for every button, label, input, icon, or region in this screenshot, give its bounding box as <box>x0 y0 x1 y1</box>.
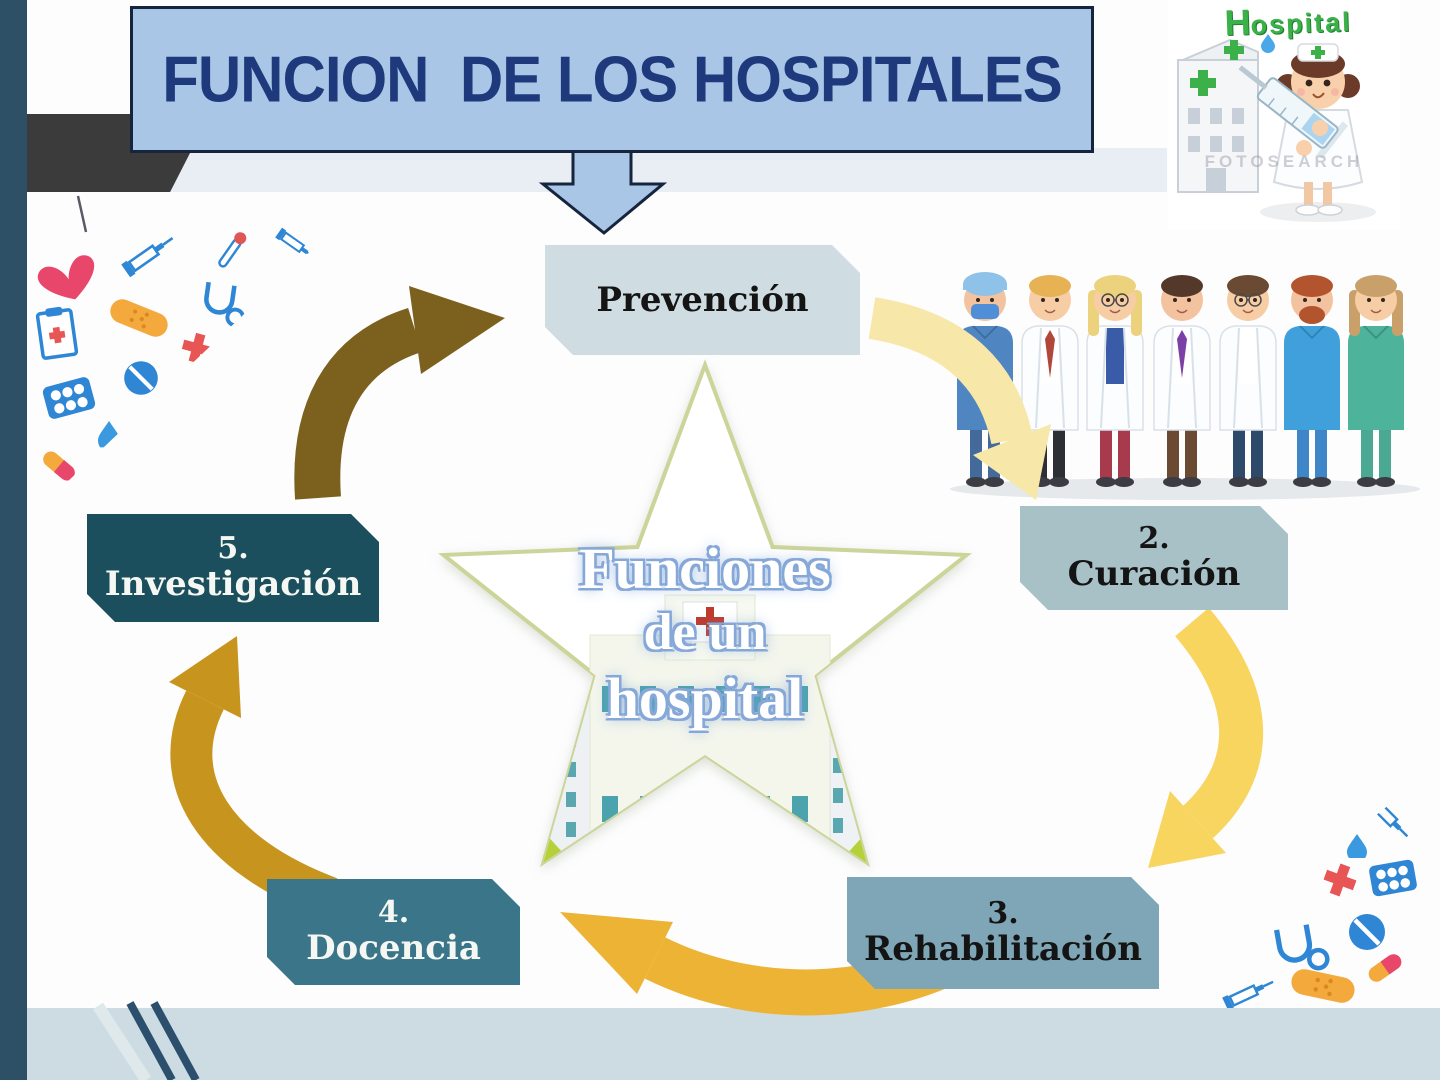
nurse-female-green <box>1348 275 1404 487</box>
nurse-card-caption: Hospital <box>1197 0 1378 45</box>
doctor-female-brown <box>1219 275 1277 487</box>
node-investigacion: 5. Investigación <box>87 514 379 622</box>
caption-first-letter: H <box>1223 1 1252 44</box>
doctor-male-brown <box>1153 275 1211 487</box>
footer-band <box>0 1008 1440 1080</box>
star-caption-line3: hospital <box>606 666 804 731</box>
small-tick-line <box>76 195 88 233</box>
nurse-male-red-beard <box>1284 275 1340 487</box>
light-diagonal-line <box>92 1002 152 1080</box>
page-title: FUNCION DE LOS HOSPITALES <box>162 43 1063 116</box>
caption-rest: ospital <box>1250 6 1353 41</box>
star-caption-line1: Funciones <box>579 536 831 601</box>
star-caption: Funciones de un hospital <box>455 536 955 734</box>
dark-diagonal-line <box>126 1001 176 1080</box>
title-banner: FUNCION DE LOS HOSPITALES <box>130 6 1094 153</box>
cartoon-nurse <box>1238 43 1376 222</box>
node-number: 2. <box>1138 520 1170 556</box>
dark-diagonal-line <box>150 1001 200 1080</box>
node-label: Docencia <box>306 928 481 969</box>
node-label: Investigación <box>104 564 362 605</box>
drop-icon <box>1261 34 1275 53</box>
node-label: Prevención <box>596 279 809 320</box>
hospital-building-icon <box>1177 38 1259 193</box>
nurse-illustration <box>1177 34 1376 222</box>
node-number: 5. <box>217 530 249 566</box>
left-edge-strip <box>0 0 27 1080</box>
node-label: Curación <box>1067 554 1241 595</box>
node-number: 4. <box>377 894 410 930</box>
nurse-illustration-card: Hospital FOTOSEARCH <box>1168 0 1400 230</box>
watermark-text: FOTOSEARCH <box>1204 152 1364 171</box>
callout-down-arrow-icon <box>538 147 668 235</box>
star-caption-line2: de un <box>643 604 767 661</box>
doctor-female-blonde <box>1086 275 1144 487</box>
medical-team-illustration <box>950 272 1420 500</box>
node-prevencion: Prevención <box>545 245 860 355</box>
node-curacion: 2. Curación <box>1020 506 1288 610</box>
